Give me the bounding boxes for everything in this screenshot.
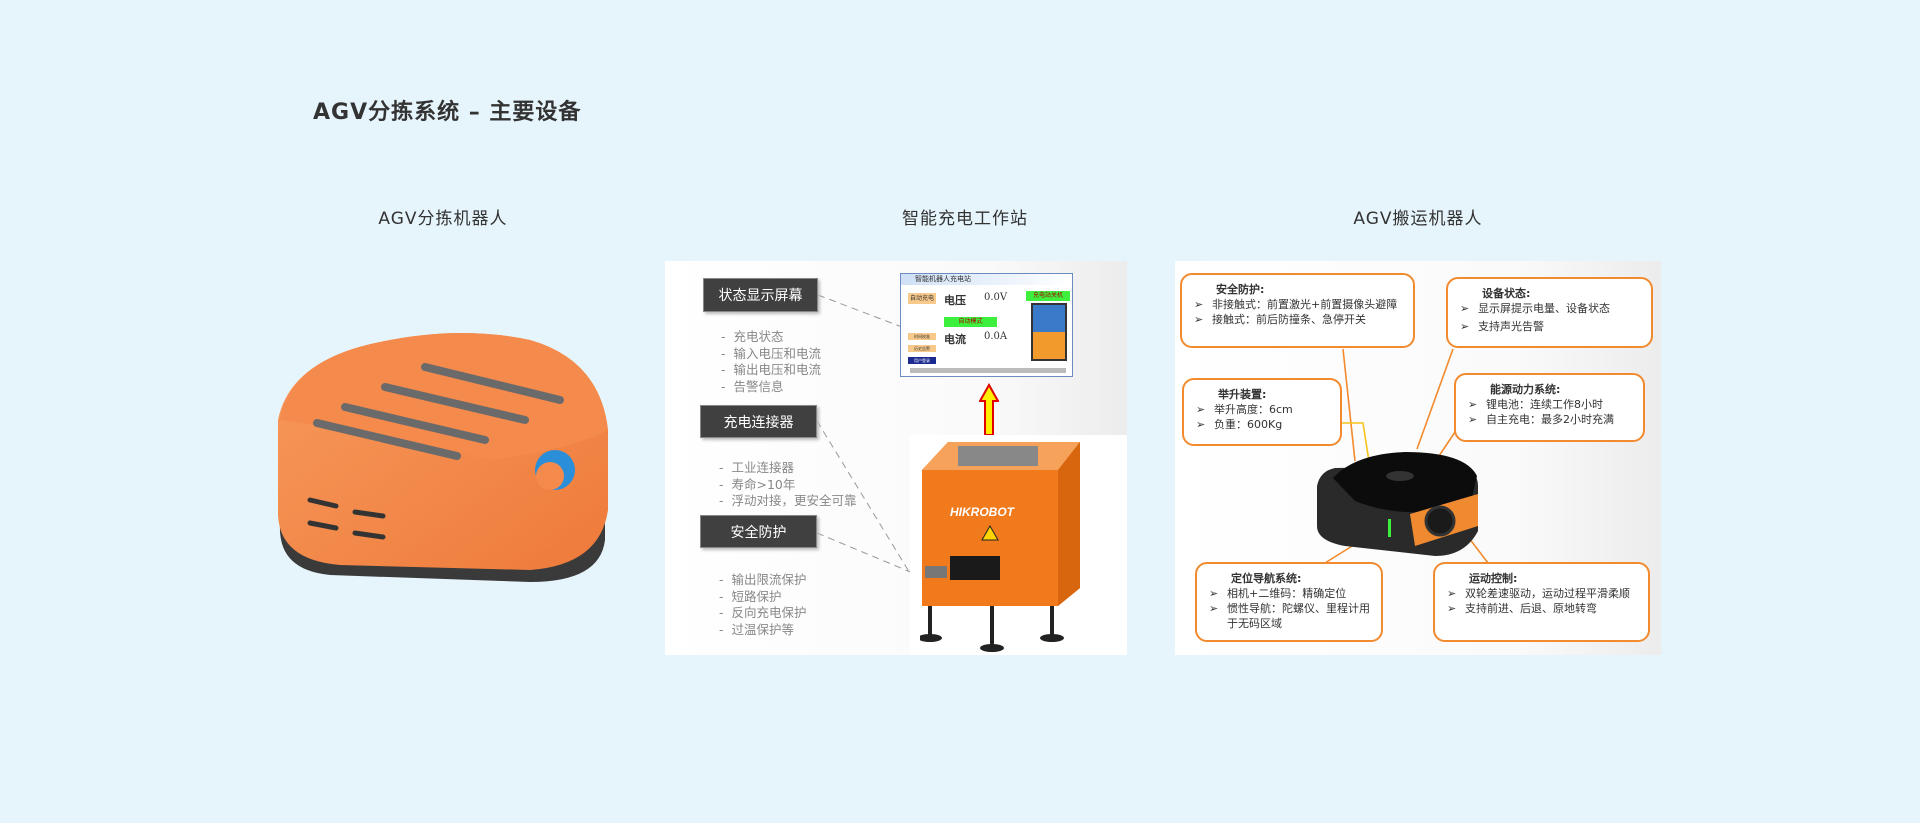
warning-icon — [981, 524, 999, 541]
box-item: 非接触式：前置激光+前置摄像头避障 — [1212, 298, 1398, 311]
battery-icon — [1031, 303, 1067, 361]
arrow-bullet-icon: ➢ — [1447, 587, 1457, 600]
history-alarm-button[interactable]: 历史告警 — [908, 345, 936, 352]
box-item: 双轮差速驱动，运动过程平滑柔顺 — [1465, 587, 1630, 600]
bullet: 输出限流保护 — [719, 572, 806, 589]
arrow-bullet-icon: ➢ — [1196, 418, 1206, 431]
callout-lines — [816, 294, 928, 602]
arrow-bullet-icon: ➢ — [1209, 602, 1219, 615]
page-title: AGV分拣系统 – 主要设备 — [313, 100, 582, 125]
arrow-bullet-icon: ➢ — [1460, 320, 1470, 333]
info-box-device-status: 设备状态: ➢ 显示屏提示电量、设备状态 ➢ 支持声光告警 — [1446, 277, 1653, 348]
bullet: 过温保护等 — [719, 622, 806, 639]
bullet: 浮动对接，更安全可靠 — [719, 493, 856, 510]
info-box-lifting: 举升装置: ➢ 举升高度：6cm ➢ 负重：600Kg — [1182, 378, 1342, 446]
screen-progress-bar — [910, 368, 1066, 373]
box-item: 惯性导航：陀螺仪、里程计用于无码区域 — [1227, 602, 1370, 630]
heading-sorting-robot: AGV分拣机器人 — [378, 209, 508, 229]
arrow-bullet-icon: ➢ — [1447, 602, 1457, 615]
heading-charging-station: 智能充电工作站 — [902, 209, 1028, 229]
safety-bullets: 输出限流保护 短路保护 反向充电保护 过温保护等 — [719, 572, 806, 638]
charger-screen: 智能机器人充电站 自动充电 电压 0.0V 自动模式 电流 0.0A 时间校准 … — [900, 273, 1073, 377]
heading-transport-robot: AGV搬运机器人 — [1353, 209, 1483, 229]
callout-label-connector: 充电连接器 — [700, 405, 817, 438]
box-title: 能源动力系统: — [1490, 383, 1561, 396]
charging-station-panel: 状态显示屏幕 充电状态 输入电压和电流 输出电压和电流 告警信息 充电连接器 工… — [665, 261, 1127, 655]
user-login-button[interactable]: 用户登录 — [908, 357, 936, 364]
bullet: 工业连接器 — [719, 460, 856, 477]
screen-title: 智能机器人充电站 — [901, 274, 1072, 285]
box-item: 锂电池：连续工作8小时 — [1486, 398, 1603, 411]
arrow-bullet-icon: ➢ — [1468, 413, 1478, 426]
box-item: 举升高度：6cm — [1214, 403, 1293, 416]
box-title: 定位导航系统: — [1231, 572, 1302, 585]
bullet: 充电状态 — [721, 329, 821, 346]
box-item: 自主充电：最多2小时充满 — [1486, 413, 1614, 426]
arrow-bullet-icon: ➢ — [1460, 302, 1470, 315]
arrow-bullet-icon: ➢ — [1468, 398, 1478, 411]
bullet: 短路保护 — [719, 589, 806, 606]
transport-robot-image — [1317, 452, 1478, 556]
charging-station-image: HIKROBOT — [920, 442, 1080, 652]
box-title: 安全防护: — [1216, 283, 1265, 296]
box-title: 举升装置: — [1218, 388, 1267, 401]
box-title: 设备状态: — [1482, 287, 1531, 300]
brand-label: HIKROBOT — [950, 505, 1016, 519]
bullet: 输入电压和电流 — [721, 346, 821, 363]
arrow-bullet-icon: ➢ — [1194, 313, 1204, 326]
arrow-up-icon — [979, 383, 999, 436]
arrow-bullet-icon: ➢ — [1194, 298, 1204, 311]
time-calibration-button[interactable]: 时间校准 — [908, 333, 936, 340]
box-item: 显示屏提示电量、设备状态 — [1478, 302, 1610, 315]
connector-bullets: 工业连接器 寿命>10年 浮动对接，更安全可靠 — [719, 460, 856, 510]
callout-label-safety: 安全防护 — [700, 515, 817, 548]
voltage-label: 电压 — [944, 294, 966, 307]
box-item: 相机+二维码：精确定位 — [1227, 587, 1347, 600]
station-status: 充电站关机 — [1026, 291, 1070, 301]
info-box-motion: 运动控制: ➢ 双轮差速驱动，运动过程平滑柔顺 ➢ 支持前进、后退、原地转弯 — [1433, 562, 1650, 642]
status-display-bullets: 充电状态 输入电压和电流 输出电压和电流 告警信息 — [721, 329, 821, 395]
auto-mode-indicator: 自动模式 — [944, 317, 997, 327]
bullet: 寿命>10年 — [719, 477, 856, 494]
arrow-bullet-icon: ➢ — [1209, 587, 1219, 600]
box-item: 负重：600Kg — [1214, 418, 1283, 431]
info-box-energy: 能源动力系统: ➢ 锂电池：连续工作8小时 ➢ 自主充电：最多2小时充满 — [1454, 373, 1645, 442]
info-box-navigation: 定位导航系统: ➢ 相机+二维码：精确定位 ➢ 惯性导航：陀螺仪、里程计用于无码区域 — [1195, 562, 1383, 642]
box-item: 支持前进、后退、原地转弯 — [1465, 602, 1597, 615]
bullet: 反向充电保护 — [719, 605, 806, 622]
auto-charge-button[interactable]: 自动充电 — [908, 293, 936, 304]
callout-label-status-display: 状态显示屏幕 — [703, 278, 818, 312]
voltage-value: 0.0V — [984, 292, 1008, 303]
transport-robot-panel: 安全防护: ➢ 非接触式：前置激光+前置摄像头避障 ➢ 接触式：前后防撞条、急停开关… — [1175, 261, 1661, 655]
sorting-robot-image — [278, 332, 608, 582]
box-item: 支持声光告警 — [1478, 320, 1544, 333]
box-title: 运动控制: — [1469, 572, 1518, 585]
box-item: 接触式：前后防撞条、急停开关 — [1212, 313, 1366, 326]
current-label: 电流 — [944, 333, 966, 346]
info-box-safety: 安全防护: ➢ 非接触式：前置激光+前置摄像头避障 ➢ 接触式：前后防撞条、急停开关 — [1180, 273, 1415, 348]
arrow-bullet-icon: ➢ — [1196, 403, 1206, 416]
current-value: 0.0A — [984, 331, 1008, 342]
bullet: 告警信息 — [721, 379, 821, 396]
bullet: 输出电压和电流 — [721, 362, 821, 379]
